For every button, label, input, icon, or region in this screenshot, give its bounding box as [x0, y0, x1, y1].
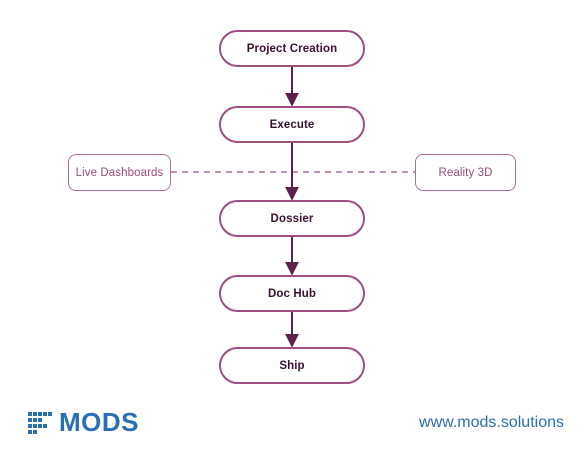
node-reality-3d: Reality 3D [415, 154, 516, 191]
website-url[interactable]: www.mods.solutions [419, 414, 564, 431]
node-dossier: Dossier [219, 200, 365, 237]
node-project-creation: Project Creation [219, 30, 365, 67]
node-label: Ship [279, 359, 305, 372]
mods-logo-icon [28, 412, 52, 434]
node-label: Doc Hub [268, 287, 316, 300]
node-label: Live Dashboards [75, 166, 164, 179]
node-execute: Execute [219, 106, 365, 143]
brand-name: MODS [59, 407, 139, 437]
node-live-dashboards: Live Dashboards [68, 154, 171, 191]
brand-logo: MODS [28, 408, 139, 436]
node-label: Dossier [270, 212, 314, 225]
node-doc-hub: Doc Hub [219, 275, 365, 312]
node-label: Reality 3D [438, 166, 493, 179]
node-ship: Ship [219, 347, 365, 384]
node-label: Project Creation [246, 42, 338, 55]
node-label: Execute [269, 118, 315, 131]
